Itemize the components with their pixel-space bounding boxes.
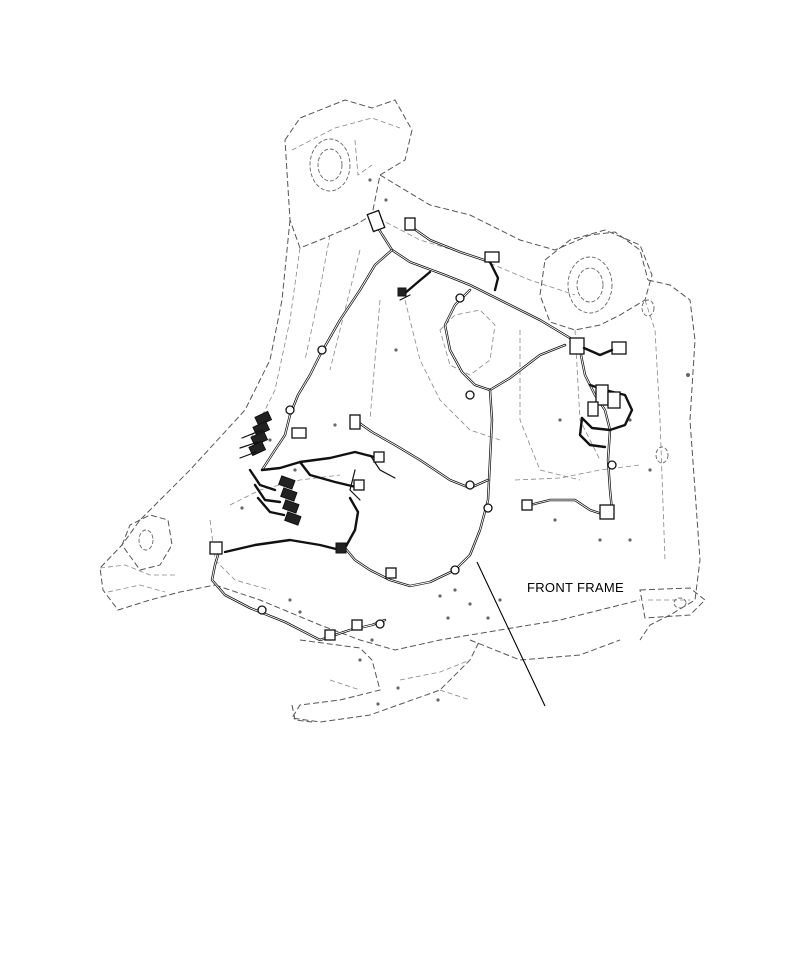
bolt-holes	[240, 178, 652, 706]
connector-icon	[404, 217, 416, 231]
clamp-icon	[285, 405, 295, 415]
connector-icon	[335, 542, 347, 554]
connector-icon	[607, 391, 621, 409]
connector-icon	[397, 287, 407, 297]
connector-icon	[599, 504, 615, 520]
connector-icon	[349, 414, 361, 430]
connector-icon	[351, 619, 363, 631]
connector-icon	[521, 499, 533, 511]
clamp-icon	[317, 345, 327, 355]
clamp-icon	[465, 390, 475, 400]
clamp-icon	[450, 565, 460, 575]
clamp-icon	[375, 619, 385, 629]
part-callout: FRONT FRAME	[476, 561, 624, 707]
connector-icon	[587, 401, 599, 417]
front-frame-label: FRONT FRAME	[527, 580, 624, 595]
connector-icon	[611, 341, 627, 355]
connectors	[209, 209, 627, 641]
clamp-icon	[455, 293, 465, 303]
connector-icon	[209, 541, 223, 555]
leader-line	[476, 561, 546, 707]
connector-icon	[569, 337, 585, 355]
connector-icon	[373, 451, 385, 463]
wiring-harness	[210, 224, 634, 642]
clamp-icon	[483, 503, 493, 513]
connector-bank-upper	[239, 410, 273, 459]
front-frame-outline	[99, 99, 706, 723]
clamp-icon	[465, 480, 475, 490]
connector-icon	[353, 479, 365, 491]
connector-icon	[291, 427, 307, 439]
connector-icon	[385, 567, 397, 579]
connector-icon	[484, 251, 500, 263]
connector-bank-lower	[248, 468, 302, 526]
clamp-icon	[257, 605, 267, 615]
connector-icon	[324, 629, 336, 641]
clamp-icon	[607, 460, 617, 470]
connector-icon	[366, 209, 386, 233]
